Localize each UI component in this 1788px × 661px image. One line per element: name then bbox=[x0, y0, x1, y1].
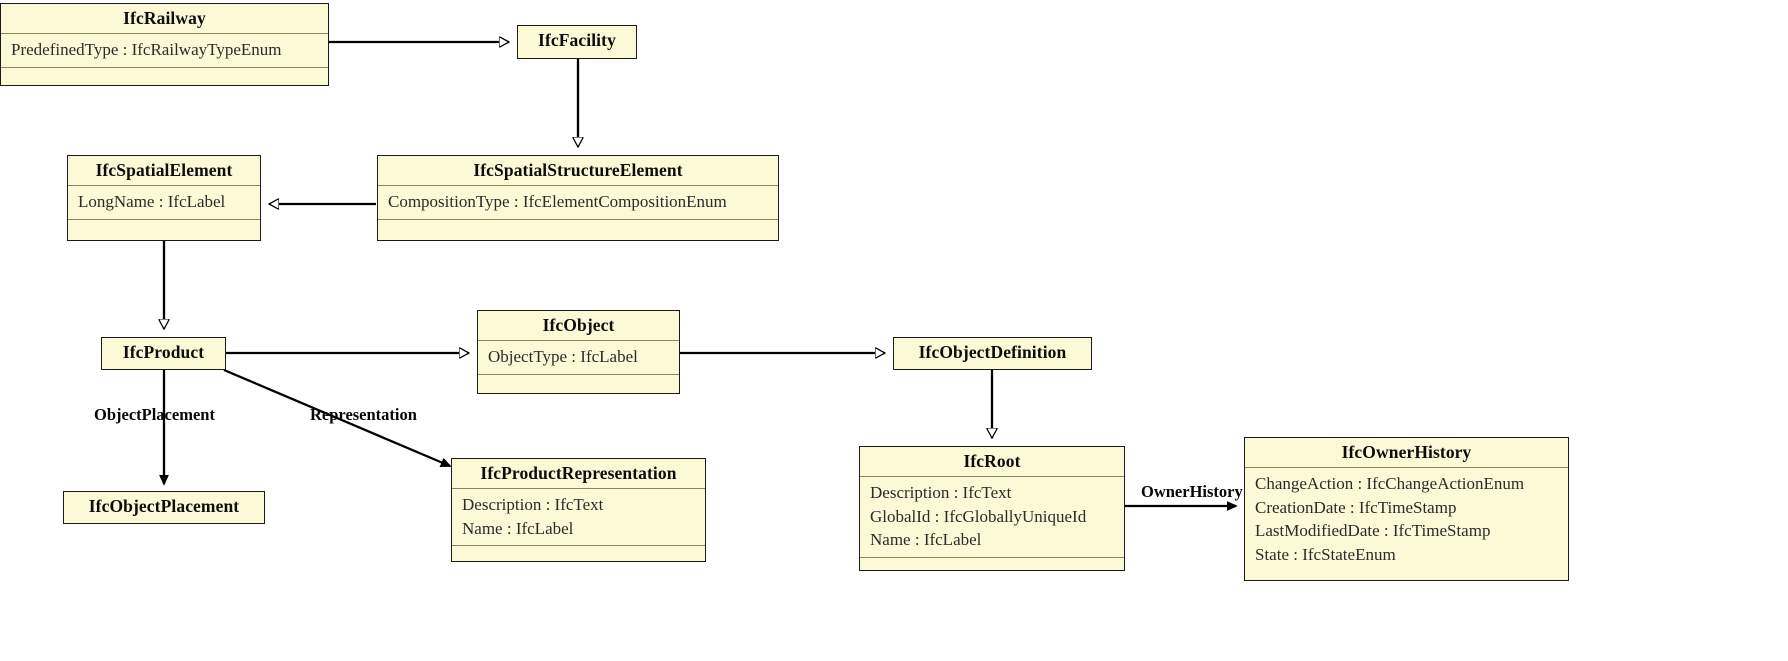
edge-label-representation: Representation bbox=[310, 405, 417, 424]
class-box-ifc-facility[interactable]: IfcFacility bbox=[517, 25, 637, 59]
attribute-row: Name : IfcLabel bbox=[462, 518, 574, 538]
attribute-row: Name : IfcLabel bbox=[870, 530, 982, 550]
class-box-ifc-object-placement[interactable]: IfcObjectPlacement bbox=[63, 491, 265, 524]
class-operations-ifc-spatial-structure-element bbox=[378, 218, 778, 245]
class-title-ifc-object-definition: IfcObjectDefinition bbox=[918, 342, 1067, 362]
class-title-ifc-facility: IfcFacility bbox=[538, 30, 616, 50]
class-attributes-ifc-product-representation: Description : IfcText Name : IfcLabel bbox=[452, 488, 705, 545]
attribute-row: PredefinedType : IfcRailwayTypeEnum bbox=[11, 40, 282, 60]
class-box-ifc-spatial-element[interactable]: IfcSpatialElement LongName : IfcLabel bbox=[67, 155, 261, 241]
attribute-row: CreationDate : IfcTimeStamp bbox=[1255, 497, 1457, 517]
class-title-ifc-product: IfcProduct bbox=[122, 342, 205, 362]
attribute-row: Description : IfcText bbox=[462, 495, 604, 515]
attribute-row: Description : IfcText bbox=[870, 483, 1012, 503]
attribute-row: GlobalId : IfcGloballyUniqueId bbox=[870, 506, 1087, 526]
class-attributes-ifc-railway: PredefinedType : IfcRailwayTypeEnum bbox=[1, 33, 328, 66]
attribute-row: ObjectType : IfcLabel bbox=[488, 347, 638, 367]
class-operations-ifc-product-representation bbox=[452, 545, 705, 571]
class-box-ifc-owner-history[interactable]: IfcOwnerHistory ChangeAction : IfcChange… bbox=[1244, 437, 1569, 581]
class-box-ifc-object[interactable]: IfcObject ObjectType : IfcLabel bbox=[477, 310, 680, 394]
class-title-ifc-spatial-element: IfcSpatialElement bbox=[95, 160, 233, 180]
class-box-ifc-product-representation[interactable]: IfcProductRepresentation Description : I… bbox=[451, 458, 706, 562]
attribute-row: LongName : IfcLabel bbox=[78, 192, 226, 212]
class-title-ifc-object-placement: IfcObjectPlacement bbox=[88, 496, 240, 516]
class-operations-ifc-spatial-element bbox=[68, 218, 260, 245]
class-box-ifc-object-definition[interactable]: IfcObjectDefinition bbox=[893, 337, 1092, 370]
class-box-ifc-product[interactable]: IfcProduct bbox=[101, 337, 226, 370]
class-title-ifc-object: IfcObject bbox=[542, 315, 615, 335]
attribute-row: State : IfcStateEnum bbox=[1255, 544, 1396, 564]
edge-label-object-placement: ObjectPlacement bbox=[94, 405, 215, 424]
class-attributes-ifc-root: Description : IfcText GlobalId : IfcGlob… bbox=[860, 476, 1124, 556]
class-box-ifc-root[interactable]: IfcRoot Description : IfcText GlobalId :… bbox=[859, 446, 1125, 571]
class-title-ifc-root: IfcRoot bbox=[963, 451, 1021, 471]
class-attributes-ifc-spatial-structure-element: CompositionType : IfcElementCompositionE… bbox=[378, 185, 778, 218]
class-title-ifc-owner-history: IfcOwnerHistory bbox=[1341, 442, 1472, 462]
class-attributes-ifc-object: ObjectType : IfcLabel bbox=[478, 340, 679, 373]
class-operations-ifc-root bbox=[860, 556, 1124, 583]
class-attributes-ifc-owner-history: ChangeAction : IfcChangeActionEnum Creat… bbox=[1245, 467, 1568, 580]
edge-label-owner-history: OwnerHistory bbox=[1141, 482, 1243, 501]
class-box-ifc-spatial-structure-element[interactable]: IfcSpatialStructureElement CompositionTy… bbox=[377, 155, 779, 241]
class-box-ifc-railway[interactable]: IfcRailway PredefinedType : IfcRailwayTy… bbox=[0, 3, 329, 86]
class-title-ifc-spatial-structure-element: IfcSpatialStructureElement bbox=[473, 160, 683, 180]
attribute-row: LastModifiedDate : IfcTimeStamp bbox=[1255, 521, 1491, 541]
class-title-ifc-railway: IfcRailway bbox=[123, 8, 206, 28]
class-attributes-ifc-spatial-element: LongName : IfcLabel bbox=[68, 185, 260, 218]
attribute-row: CompositionType : IfcElementCompositionE… bbox=[388, 192, 727, 212]
attribute-row: ChangeAction : IfcChangeActionEnum bbox=[1255, 474, 1525, 494]
class-title-ifc-product-representation: IfcProductRepresentation bbox=[480, 463, 677, 483]
class-operations-ifc-object bbox=[478, 373, 679, 400]
class-operations-ifc-railway bbox=[1, 66, 328, 93]
